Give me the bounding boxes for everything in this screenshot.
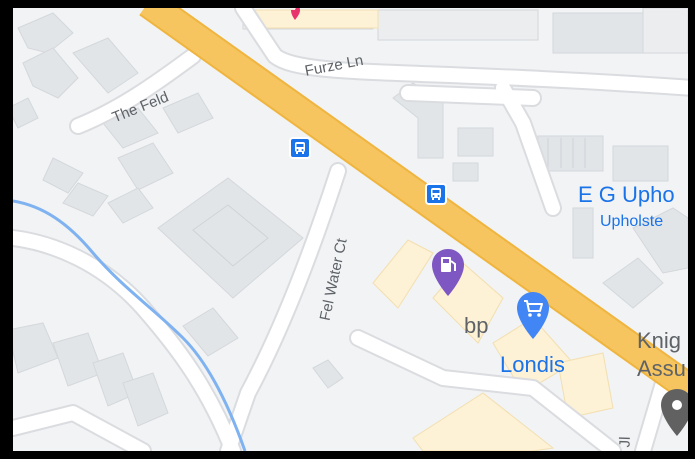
map-base [13, 8, 688, 451]
bus-icon [431, 188, 441, 200]
poi-label-knight-line2[interactable]: Assu [637, 356, 686, 381]
bus-stop-icon[interactable] [289, 137, 311, 159]
road-label-partial-bottom: Jl [616, 436, 634, 448]
poi-label-londis[interactable]: Londis [500, 352, 565, 377]
partial-pin-top [291, 8, 300, 20]
fuel-icon [432, 249, 464, 296]
map-canvas[interactable]: Furze Ln The Feld Fel Water Ct [13, 8, 688, 451]
poi-pin-bp[interactable] [431, 248, 465, 303]
bus-icon [295, 142, 305, 154]
poi-label-bp[interactable]: bp [464, 313, 489, 338]
minor-roads [13, 8, 688, 451]
shopping-cart-icon [517, 292, 549, 339]
building-inner [192, 138, 586, 267]
commercial-areas [252, 9, 614, 451]
poi-pin-dark[interactable] [660, 388, 688, 443]
bus-stop-icon[interactable] [425, 183, 447, 205]
waterway [13, 199, 247, 451]
poi-label-eg-upholstery[interactable]: E G Upho [578, 182, 675, 207]
buildings [13, 8, 688, 427]
poi-pin-londis[interactable] [516, 291, 550, 346]
place-pin-icon [661, 389, 688, 436]
poi-label-knight-line1[interactable]: Knig [637, 328, 682, 353]
poi-subtitle-eg-upholstery: Upholste [600, 213, 664, 230]
